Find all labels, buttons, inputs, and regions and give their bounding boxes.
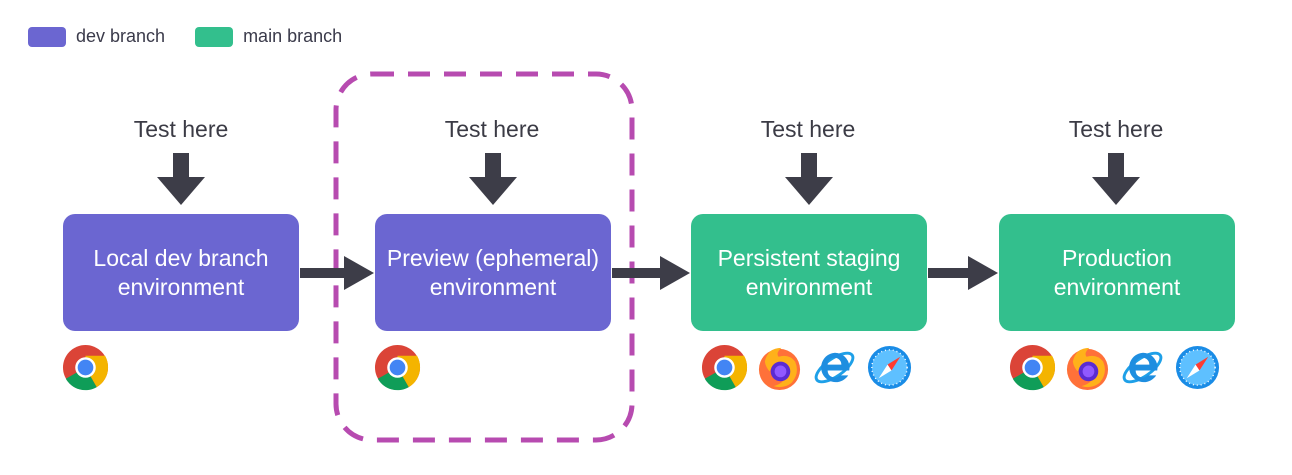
browser-support-row	[62, 344, 117, 391]
down-arrow-icon	[1092, 153, 1140, 205]
test-here-label: Test here	[133, 116, 229, 142]
legend-label-dev: dev branch	[76, 26, 166, 46]
stage-title: Persistent staging environment	[717, 244, 901, 300]
legend-item-main: main branch	[195, 26, 342, 47]
chrome-icon	[374, 344, 421, 391]
legend-swatch-main	[195, 26, 234, 47]
test-here-label: Test here	[1068, 116, 1164, 142]
stage-preview: Preview (ephemeral) environment	[375, 214, 611, 331]
safari-icon	[1175, 345, 1220, 390]
ie-icon	[1122, 351, 1163, 384]
flow-arrow-icon	[300, 256, 374, 290]
browser-support-row	[374, 344, 429, 391]
preview-highlight-frame	[333, 71, 635, 443]
safari-icon	[867, 345, 912, 390]
chrome-icon	[62, 344, 109, 391]
flow-arrow-icon	[928, 256, 998, 290]
legend-item-dev: dev branch	[28, 26, 165, 47]
stage-title: Production environment	[1053, 244, 1181, 300]
stage-persistent-staging: Persistent staging environment	[691, 214, 927, 331]
test-here-label: Test here	[444, 116, 540, 142]
stage-local-dev: Local dev branch environment	[63, 214, 299, 331]
flow-arrow-icon	[612, 256, 690, 290]
test-here-label: Test here	[760, 116, 856, 142]
stage-title: Preview (ephemeral) environment	[386, 244, 600, 300]
legend-label-main: main branch	[243, 26, 343, 46]
legend: dev branch main branch	[28, 26, 372, 47]
chrome-icon	[1009, 344, 1056, 391]
browser-support-row	[1009, 344, 1229, 391]
firefox-icon	[1066, 347, 1109, 391]
firefox-icon	[758, 347, 801, 391]
browser-support-row	[701, 344, 921, 391]
down-arrow-icon	[469, 153, 517, 205]
chrome-icon	[701, 344, 748, 391]
down-arrow-icon	[157, 153, 205, 205]
ie-icon	[814, 351, 855, 384]
stage-production: Production environment	[999, 214, 1235, 331]
legend-swatch-dev	[28, 26, 66, 47]
down-arrow-icon	[785, 153, 833, 205]
stage-title: Local dev branch environment	[93, 244, 269, 300]
